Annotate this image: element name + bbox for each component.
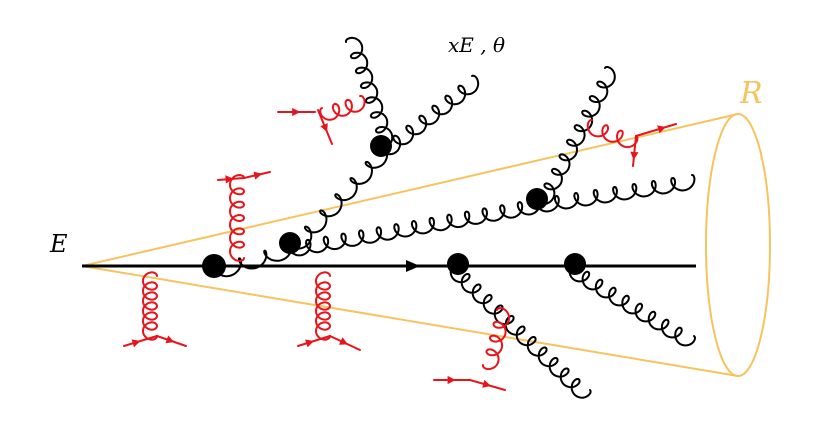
- vertex: [564, 253, 586, 275]
- gluon-line: [534, 174, 696, 213]
- quark-arrow-icon: [305, 339, 314, 348]
- gluon-line: [535, 66, 616, 205]
- emission-label: xE , θ: [448, 33, 505, 57]
- gluon-line: [568, 262, 697, 347]
- gluon-line: [287, 198, 541, 257]
- medium-gluons: [141, 94, 639, 371]
- quark-arrow-icon: [630, 151, 639, 160]
- medium-gluon-line: [141, 271, 159, 341]
- quark-arrow-icon: [657, 125, 666, 134]
- quark-line: [635, 123, 677, 137]
- quark-arrow-icon: [165, 335, 175, 344]
- quark-arrow-icon: [253, 171, 263, 180]
- quark-line: [632, 135, 637, 167]
- quark-arrow-icon: [225, 175, 234, 184]
- gluon-line: [379, 74, 480, 156]
- leading-parton: [82, 260, 696, 272]
- medium-gluon-line: [482, 307, 511, 371]
- cone-lower-edge: [81, 265, 739, 377]
- vertex: [370, 135, 392, 157]
- medium-gluon-line: [228, 173, 246, 263]
- cone-radius-label: R: [739, 76, 763, 111]
- medium-gluon-line: [319, 94, 366, 121]
- gluon-line: [449, 262, 592, 399]
- gluon-line: [288, 144, 389, 250]
- vertex: [447, 253, 469, 275]
- vertex: [202, 254, 226, 278]
- quark-arrow-icon: [320, 123, 328, 133]
- quark-arrow-icon: [447, 375, 456, 385]
- cone-opening-ellipse: [705, 113, 771, 377]
- jet-cone: [81, 113, 771, 377]
- vertex: [279, 232, 301, 254]
- vertices: [202, 135, 586, 278]
- quark-arrow-icon: [131, 339, 141, 348]
- quark-arrow-icon: [482, 379, 491, 388]
- gluon-line: [212, 242, 293, 278]
- quark-arrow-icon: [339, 337, 348, 345]
- energy-label: E: [49, 230, 68, 258]
- cone-upper-edge: [81, 113, 739, 267]
- quark-arrow-icon: [292, 107, 301, 117]
- medium-gluon-line: [586, 118, 639, 149]
- parton-arrow-icon: [406, 260, 420, 272]
- medium-quark-lines: [123, 107, 677, 391]
- vertex: [526, 188, 548, 210]
- medium-gluon-line: [314, 271, 332, 341]
- gluon-line: [344, 36, 394, 149]
- vacuum-gluons: [212, 36, 697, 399]
